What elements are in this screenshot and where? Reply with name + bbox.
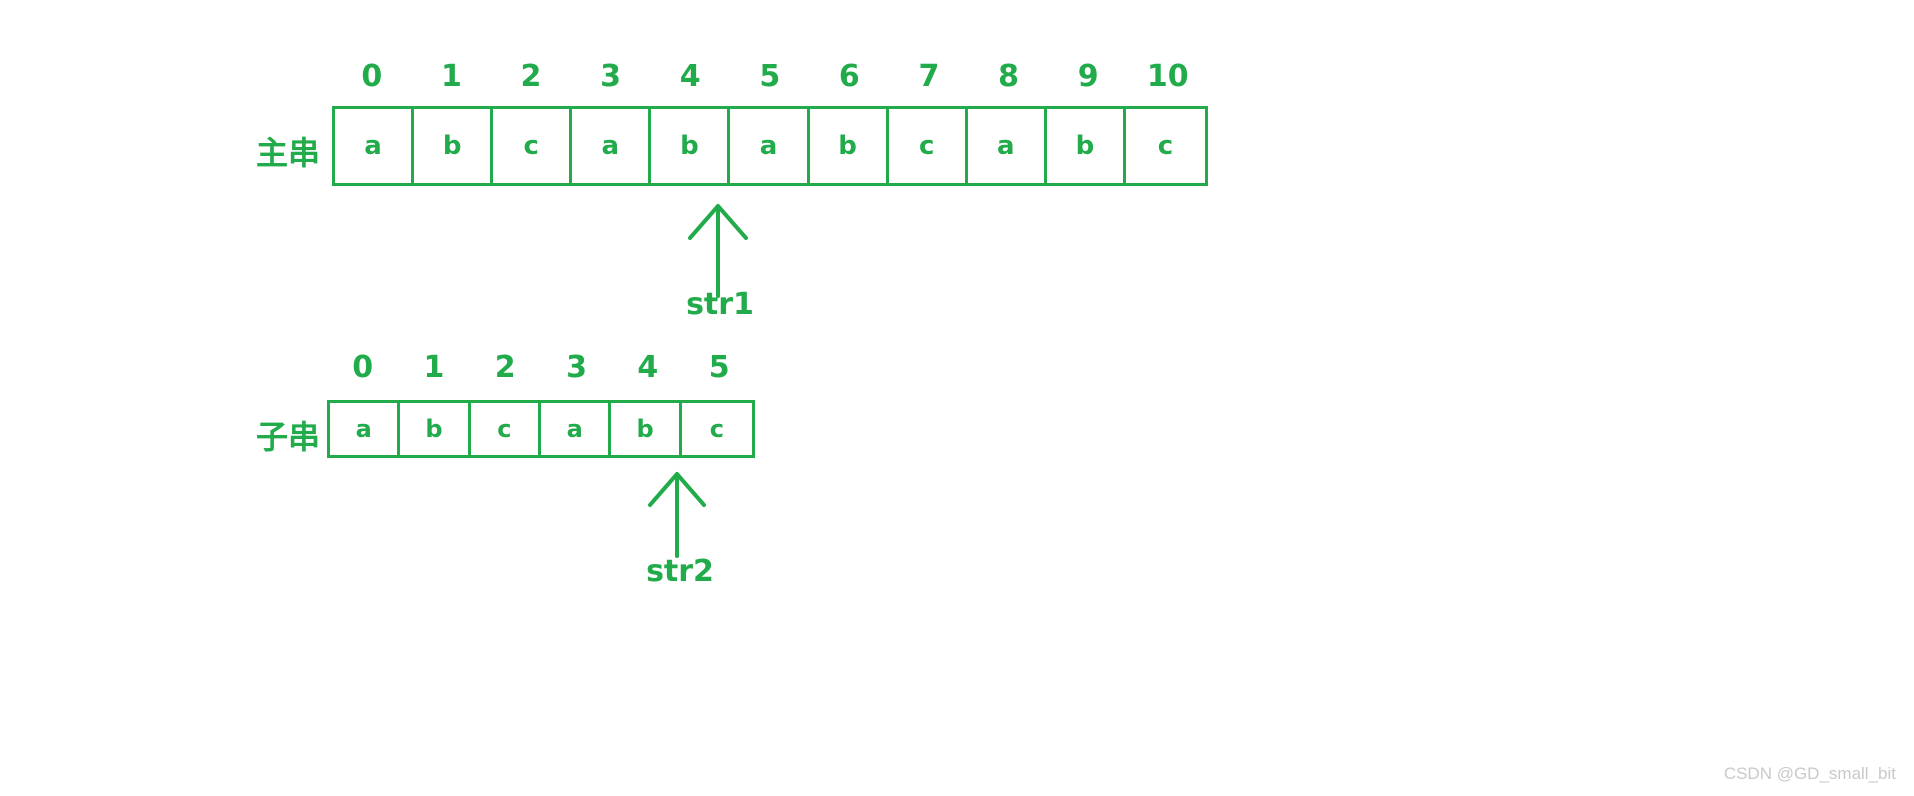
index-label: 9 <box>1077 59 1099 94</box>
string-cell: a <box>730 109 810 183</box>
index-label: 1 <box>440 59 462 94</box>
up-arrow-icon <box>688 204 748 298</box>
index-label: 3 <box>600 59 622 94</box>
str2-pointer-label: str2 <box>646 554 714 589</box>
string-cell: b <box>651 109 731 183</box>
index-label: 1 <box>423 350 445 385</box>
string-cell: a <box>541 403 612 455</box>
string-cell: c <box>493 109 573 183</box>
string-cell: b <box>611 403 682 455</box>
string-cell: c <box>681 403 753 455</box>
string-cell: c <box>470 403 542 455</box>
sub-string-label: 子串 <box>255 418 320 456</box>
index-label: 8 <box>998 59 1019 94</box>
sub-string-index-row: 0 1 2 3 4 5 <box>327 353 755 383</box>
main-string-row: 主串 0 1 2 3 4 5 6 7 8 9 10 a b c a b a b … <box>0 0 1914 330</box>
string-cell: b <box>809 109 889 183</box>
index-label: 7 <box>918 59 940 94</box>
main-string-cells: a b c a b a b c a b c <box>332 106 1208 186</box>
index-label: 3 <box>566 350 587 385</box>
index-label: 0 <box>361 59 383 94</box>
index-label: 5 <box>708 350 730 385</box>
str1-pointer <box>676 196 760 298</box>
string-cell: c <box>1125 109 1206 183</box>
main-string-index-row: 0 1 2 3 4 5 6 7 8 9 10 <box>332 62 1208 92</box>
main-string-label: 主串 <box>255 134 320 172</box>
up-arrow-icon <box>648 472 706 558</box>
string-cell: a <box>330 403 401 455</box>
index-label: 4 <box>679 59 701 94</box>
index-label: 0 <box>352 350 374 385</box>
str1-pointer-label: str1 <box>686 287 754 322</box>
string-cell: a <box>572 109 652 183</box>
index-label: 10 <box>1146 59 1189 94</box>
csdn-watermark: CSDN @GD_small_bit <box>1723 764 1896 783</box>
index-label: 2 <box>520 59 542 94</box>
string-cell: c <box>888 109 968 183</box>
index-label: 5 <box>759 59 781 94</box>
sub-string-cells: a b c a b c <box>327 400 755 458</box>
str2-pointer <box>638 464 716 558</box>
string-cell: b <box>1046 109 1126 183</box>
string-cell: b <box>414 109 494 183</box>
string-cell: a <box>967 109 1047 183</box>
index-label: 6 <box>838 59 860 94</box>
index-label: 4 <box>637 350 659 385</box>
string-cell: a <box>335 109 415 183</box>
string-cell: b <box>400 403 471 455</box>
index-label: 2 <box>494 350 516 385</box>
